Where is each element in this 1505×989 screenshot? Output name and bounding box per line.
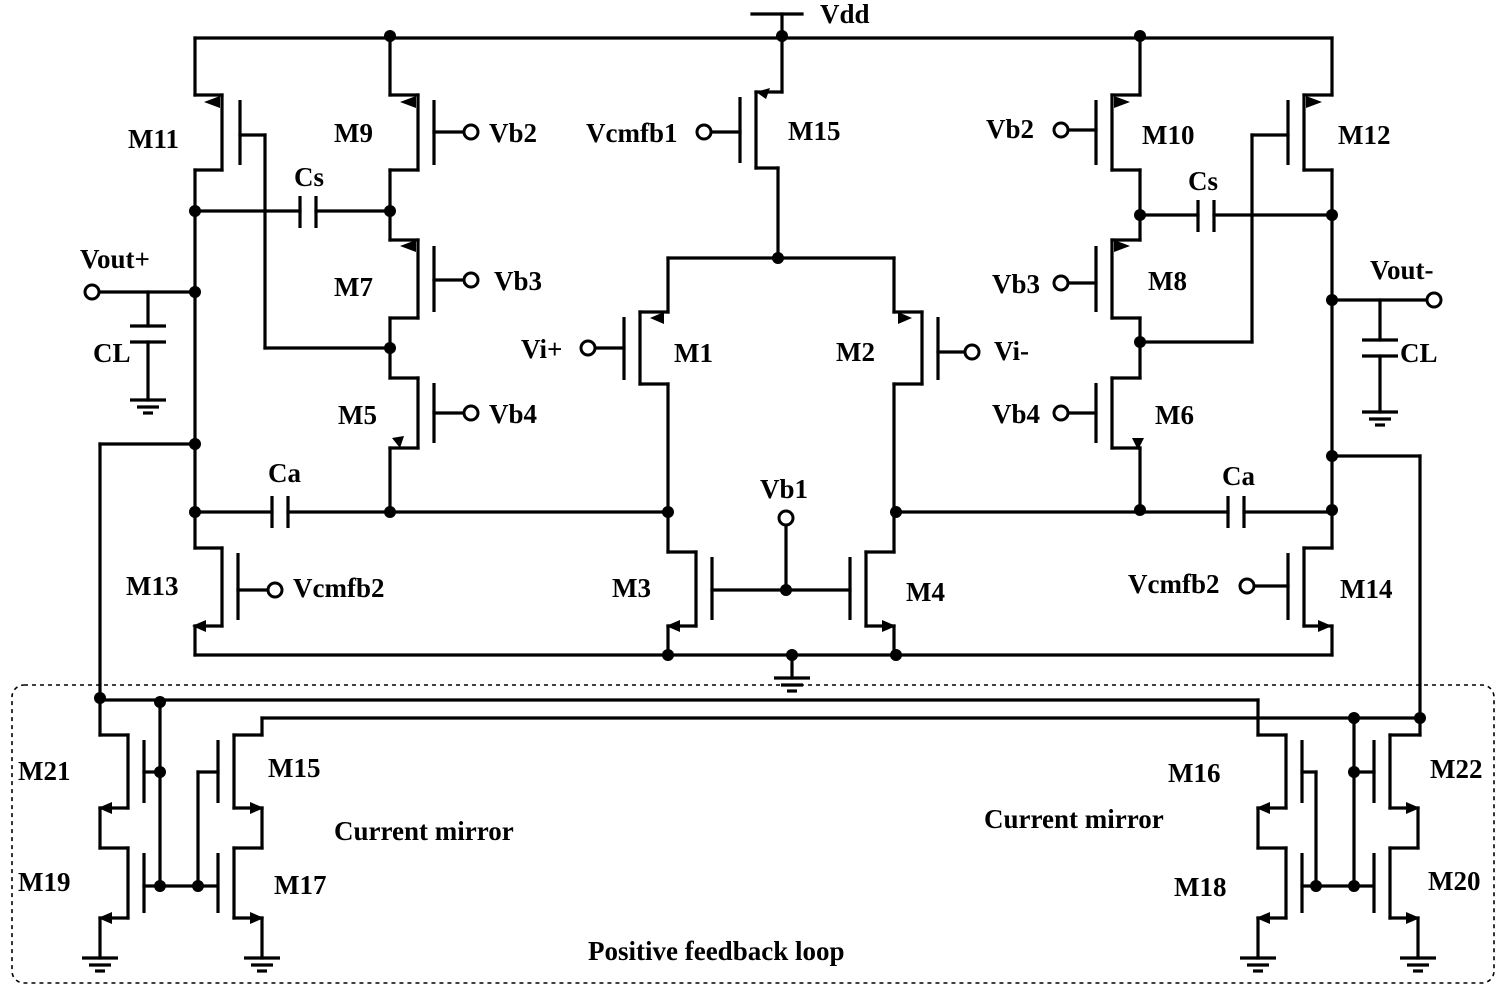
positive-feedback-loop-box <box>11 684 1495 984</box>
vout-minus-label: Vout- <box>1370 255 1434 285</box>
capacitor-cs-right <box>1196 200 1216 232</box>
ground-icon <box>130 398 166 415</box>
ground-symbols <box>82 398 1436 973</box>
ca-right-label: Ca <box>1222 461 1255 491</box>
m1-label: M1 <box>674 338 713 368</box>
m9-label: M9 <box>334 118 373 148</box>
m18-label: M18 <box>1174 872 1226 902</box>
m15b-label: M15 <box>268 753 320 783</box>
cs-left-label: Cs <box>294 162 324 192</box>
m4-label: M4 <box>906 577 945 607</box>
capacitor-cl-right <box>1362 338 1398 358</box>
vb2-left-label: Vb2 <box>489 118 537 148</box>
m6-label: M6 <box>1155 400 1194 430</box>
vb2-right-label: Vb2 <box>986 114 1034 144</box>
current-mirror-right-label: Current mirror <box>984 804 1164 834</box>
wires-right <box>892 36 1430 720</box>
cs-right-label: Cs <box>1188 166 1218 196</box>
m20-label: M20 <box>1428 866 1480 896</box>
m16-label: M16 <box>1168 758 1220 788</box>
vout-plus-label: Vout+ <box>80 244 150 274</box>
m12-label: M12 <box>1338 120 1390 150</box>
vi-plus-label: Vi+ <box>521 334 562 364</box>
m21-label: M21 <box>18 756 70 786</box>
capacitor-ca-left <box>270 496 290 528</box>
vb3-right-label: Vb3 <box>992 269 1040 299</box>
ground-icon <box>1362 410 1398 427</box>
wires-feedback <box>98 698 1422 960</box>
vcmfb1-label: Vcmfb1 <box>586 118 677 148</box>
junction-dots <box>94 30 1426 892</box>
ground-icon <box>244 956 280 973</box>
wires-center <box>638 36 924 680</box>
m19-label: M19 <box>18 867 70 897</box>
m14-label: M14 <box>1340 574 1392 604</box>
wires-left <box>97 36 1334 737</box>
current-mirror-left-label: Current mirror <box>334 816 514 846</box>
m17-label: M17 <box>274 870 326 900</box>
m2-label: M2 <box>836 337 875 367</box>
transistor-arrows <box>98 88 1420 924</box>
ground-icon <box>1240 956 1276 973</box>
m3-label: M3 <box>612 573 651 603</box>
vb4-left-label: Vb4 <box>489 399 537 429</box>
vb4-right-label: Vb4 <box>992 399 1040 429</box>
vi-minus-label: Vi- <box>994 336 1029 366</box>
vcmfb2-left-label: Vcmfb2 <box>293 573 384 603</box>
positive-feedback-loop-label: Positive feedback loop <box>588 936 845 966</box>
terminals <box>83 121 1443 599</box>
m7-label: M7 <box>334 272 373 302</box>
capacitor-cs-left <box>298 196 318 228</box>
labels: Vout+ Vout- CL CL Cs Cs Ca Ca M11 M9 M7 … <box>18 114 1482 966</box>
cl-right-label: CL <box>1400 338 1438 368</box>
m11-label: M11 <box>128 124 179 154</box>
capacitor-cl-left <box>130 324 166 344</box>
m15-label: M15 <box>788 116 840 146</box>
m5-label: M5 <box>338 400 377 430</box>
m10-label: M10 <box>1142 120 1194 150</box>
transistor-gates <box>142 97 1376 913</box>
vb1-label: Vb1 <box>760 474 808 504</box>
vdd-label: Vdd <box>820 0 870 29</box>
m13-label: M13 <box>126 571 178 601</box>
ground-icon <box>1400 956 1436 973</box>
ca-left-label: Ca <box>268 458 301 488</box>
m22-label: M22 <box>1430 754 1482 784</box>
capacitor-ca-right <box>1226 496 1246 528</box>
vb3-left-label: Vb3 <box>494 266 542 296</box>
m8-label: M8 <box>1148 266 1187 296</box>
vcmfb2-right-label: Vcmfb2 <box>1128 569 1219 599</box>
vdd-rail <box>193 12 1334 40</box>
cl-left-label: CL <box>93 338 131 368</box>
ground-icon <box>82 956 118 973</box>
